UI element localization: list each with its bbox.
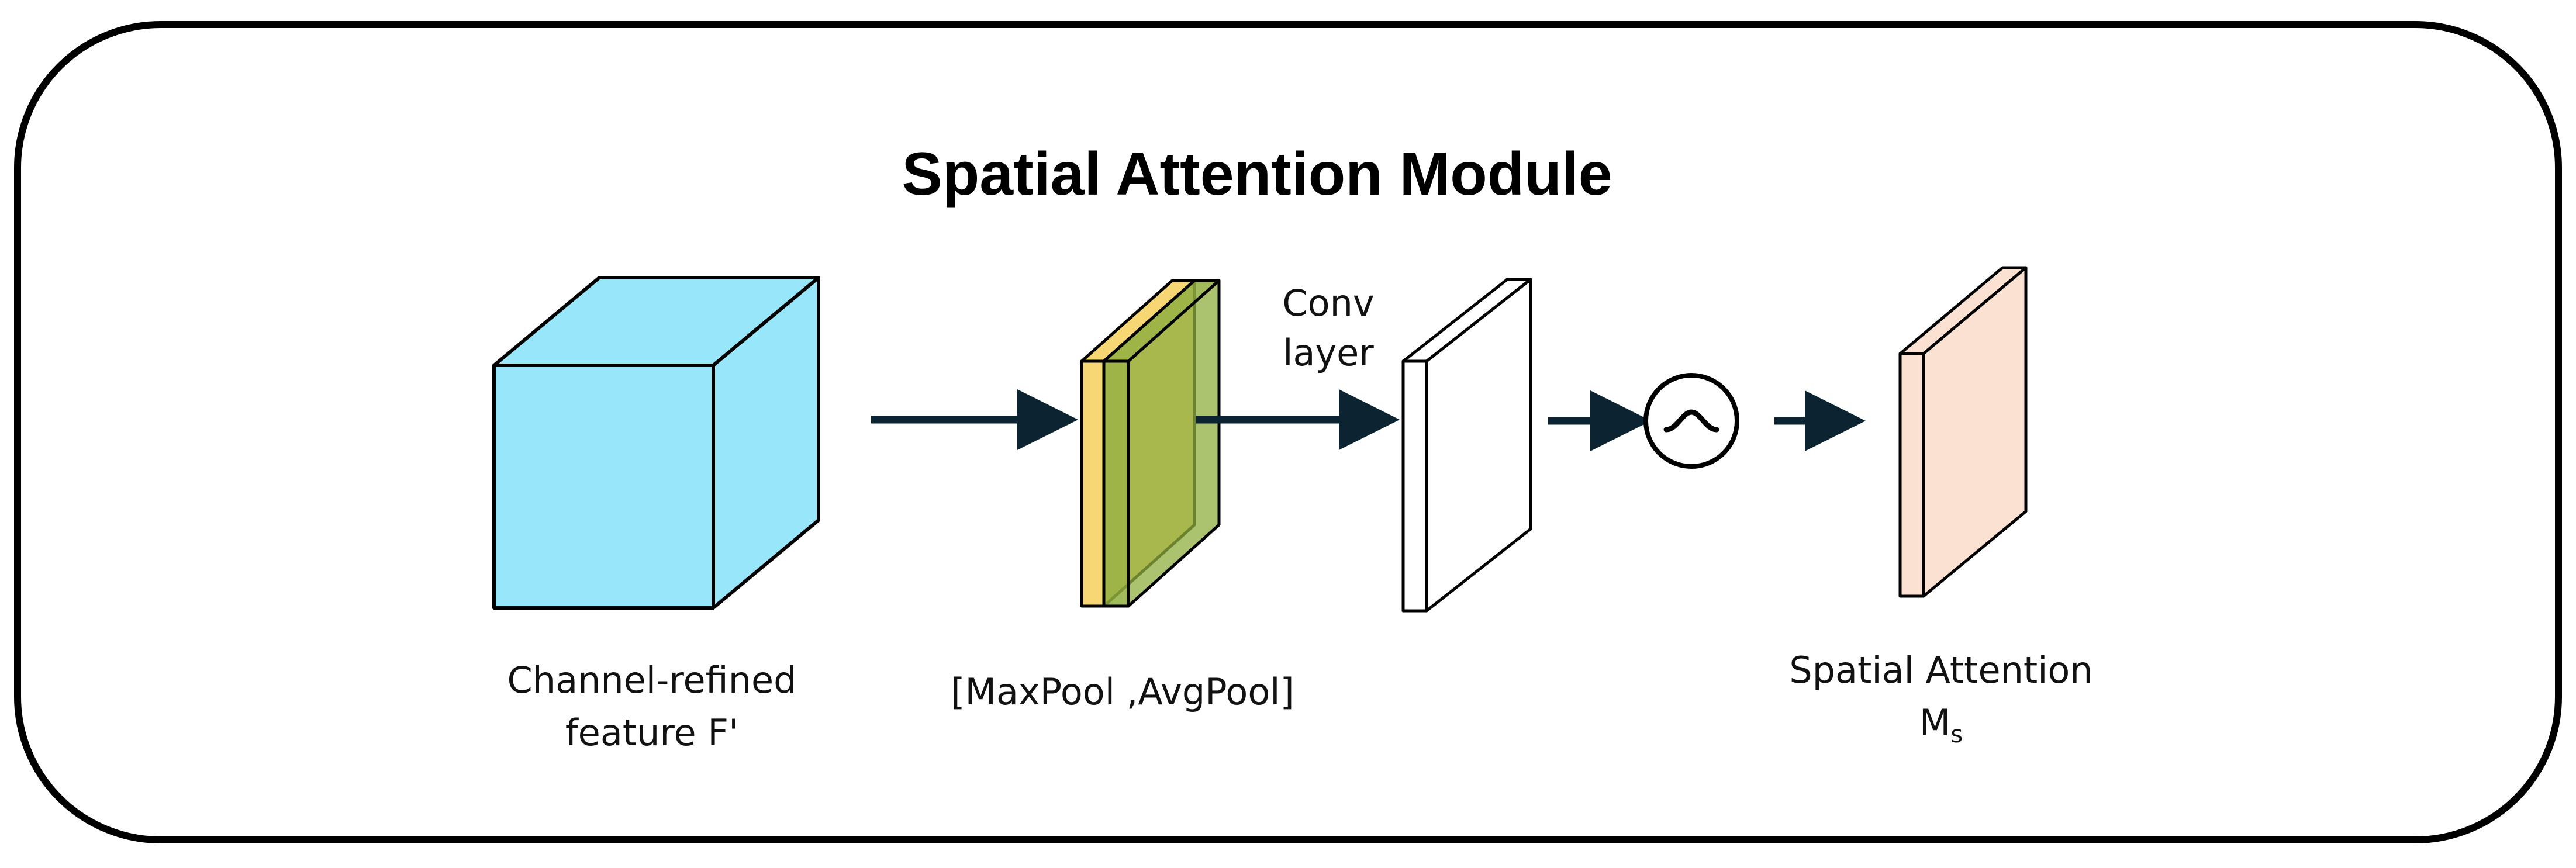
cube-front-face [492, 364, 715, 610]
output-label-line2: Ms [1919, 701, 1963, 748]
conv-label-line2: layer [1283, 331, 1374, 374]
input-label-line2: feature F' [565, 711, 738, 754]
output-subscript: s [1950, 721, 1963, 748]
spatial-attention-map [1898, 266, 2028, 598]
conv-label-line1: Conv [1282, 282, 1374, 324]
sigmoid-icon [1643, 373, 1739, 469]
avgpool-map [1102, 279, 1221, 608]
output-label-line1: Spatial Attention [1789, 649, 2092, 691]
outer-frame [14, 21, 2562, 843]
output-symbol: M [1919, 701, 1951, 744]
conv-layer-map [1401, 278, 1532, 613]
input-label-line1: Channel-refined [507, 659, 796, 701]
diagram-title: Spatial Attention Module [902, 140, 1612, 208]
pooled-feature-maps [1080, 279, 1221, 608]
input-feature-cube [492, 276, 820, 610]
pool-label: [MaxPool ,AvgPool] [951, 670, 1294, 713]
